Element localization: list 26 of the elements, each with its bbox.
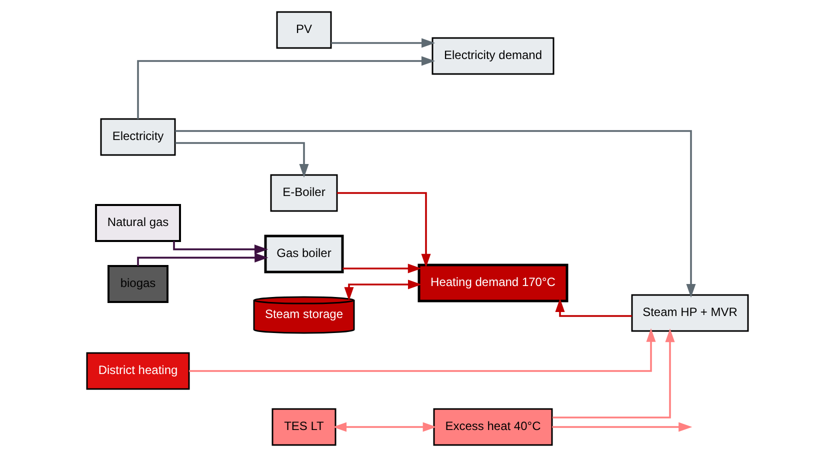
arrow xyxy=(552,328,675,418)
node-box: biogas xyxy=(108,265,168,303)
arrow xyxy=(173,241,268,254)
node-box: Steam HP + MVR xyxy=(631,294,749,332)
arrow xyxy=(337,192,431,268)
node-box: Heating demand 170°C xyxy=(418,264,568,302)
arrow xyxy=(137,252,268,266)
arrow xyxy=(137,56,436,119)
arrow xyxy=(342,264,422,274)
arrow xyxy=(344,280,422,301)
node-box: Natural gas xyxy=(95,204,181,242)
node-box: Excess heat 40°C xyxy=(433,408,553,446)
arrow xyxy=(175,142,309,178)
node-box: PV xyxy=(276,11,332,49)
arrow xyxy=(555,298,632,317)
arrow xyxy=(552,422,692,432)
arrow xyxy=(332,422,436,432)
node-box: Electricity xyxy=(100,118,176,156)
node-box: E-Boiler xyxy=(270,174,338,212)
node-box: TES LT xyxy=(272,408,336,446)
node-box: Electricity demand xyxy=(432,37,554,75)
arrow xyxy=(331,38,436,48)
arrow xyxy=(175,130,696,298)
node-box: District heating xyxy=(86,352,190,390)
node-box: Gas boiler xyxy=(264,234,344,274)
arrow xyxy=(189,328,656,372)
